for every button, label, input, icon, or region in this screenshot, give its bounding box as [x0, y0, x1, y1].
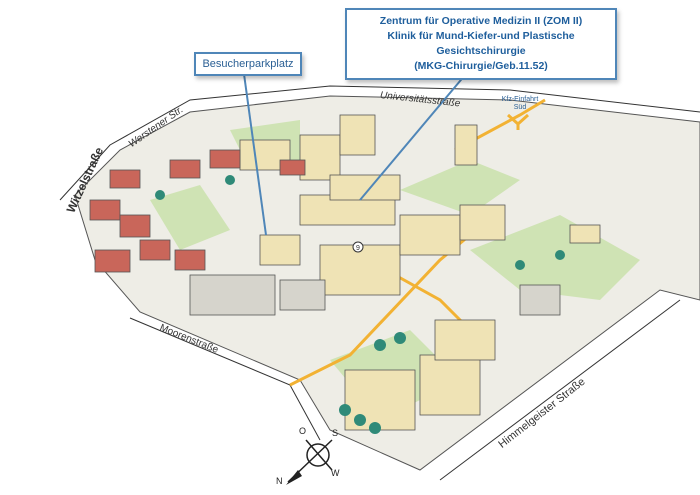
- entrance-icon: [506, 113, 530, 130]
- zom-callout[interactable]: Zentrum für Operative Medizin II (ZOM II…: [345, 8, 617, 80]
- trees: [155, 175, 565, 434]
- parking-callout[interactable]: Besucherparkplatz: [194, 52, 302, 76]
- entrance-line: Kfz-Einfahrt: [501, 96, 539, 103]
- entrance-line: Süd: [513, 104, 527, 111]
- callout-line: (MKG-Chirurgie/Geb.11.52): [414, 60, 548, 72]
- compass-w: W: [331, 468, 340, 478]
- compass-rose-icon: [286, 439, 333, 485]
- compass-o: O: [299, 426, 307, 436]
- residential-buildings: [89, 149, 306, 273]
- callout-pointers: [243, 61, 477, 236]
- buildings: [189, 114, 601, 431]
- compass: N O S W: [268, 426, 348, 490]
- entrance-label: Kfz-Einfahrt Süd: [500, 96, 540, 112]
- compass-s: S: [332, 428, 339, 438]
- compass-n: N: [276, 476, 283, 486]
- callout-line: Zentrum für Operative Medizin II (ZOM II…: [379, 15, 583, 27]
- building-marker-label: 9: [356, 245, 360, 252]
- building-marker[interactable]: [352, 241, 364, 253]
- callout-line: Klinik für Mund-Kiefer-und Plastische Ge…: [387, 30, 575, 57]
